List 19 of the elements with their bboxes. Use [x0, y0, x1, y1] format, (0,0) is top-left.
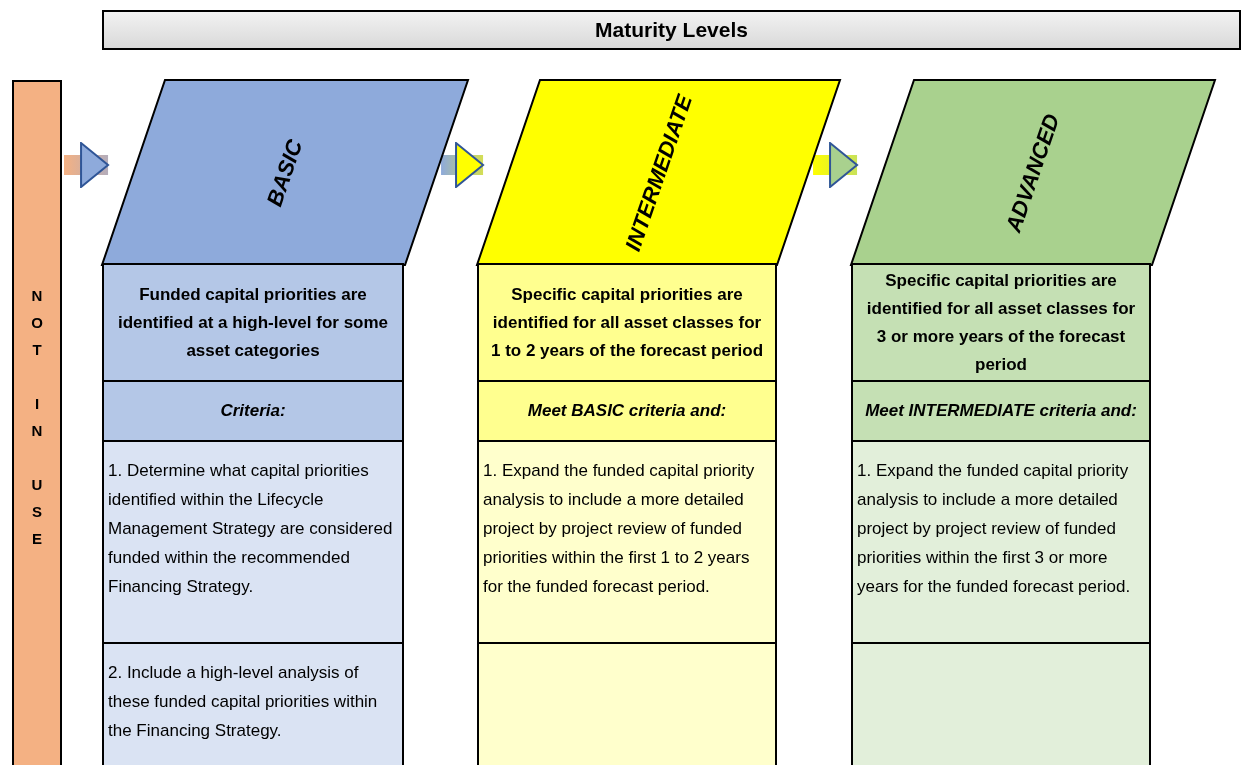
empty-cell [851, 642, 1151, 765]
empty-cell [477, 642, 777, 765]
criteria-item-cell: 1. Expand the funded capital priority analysis to include a more detailed project by project review of funded priorities within the first 3 or more years for the funded forecast period. [851, 440, 1151, 644]
criteria-item-cell: 2. Include a high-level analysis of these funded capital priorities within the Financing Strategy. [102, 642, 404, 765]
block-arrow [813, 142, 859, 188]
criteria-heading-cell: Meet INTERMEDIATE criteria and: [851, 380, 1151, 442]
level-title: BASIC [261, 135, 309, 210]
block-arrow [441, 142, 485, 188]
node-box [12, 80, 62, 765]
vertical-label: NOT IN USE [28, 287, 46, 557]
heading-bar: Maturity Levels [102, 10, 1241, 50]
description-cell: Funded capital priorities are identified at a high-level for some asset categories [102, 263, 404, 382]
block-arrow [64, 142, 110, 188]
criteria-item-cell: 1. Determine what capital priorities identified within the Lifecycle Management Strategy are considered funded within the recommended Financing Strategy. [102, 440, 404, 644]
criteria-item-cell: 1. Expand the funded capital priority analysis to include a more detailed project by project review of funded priorities within the first 1 to 2 years for the funded forecast period. [477, 440, 777, 644]
criteria-heading-cell: Criteria: [102, 380, 404, 442]
description-cell: Specific capital priorities are identified for all asset classes for 3 or more years of the forecast period [851, 263, 1151, 382]
description-cell: Specific capital priorities are identified for all asset classes for 1 to 2 years of the forecast period [477, 263, 777, 382]
criteria-heading-cell: Meet BASIC criteria and: [477, 380, 777, 442]
